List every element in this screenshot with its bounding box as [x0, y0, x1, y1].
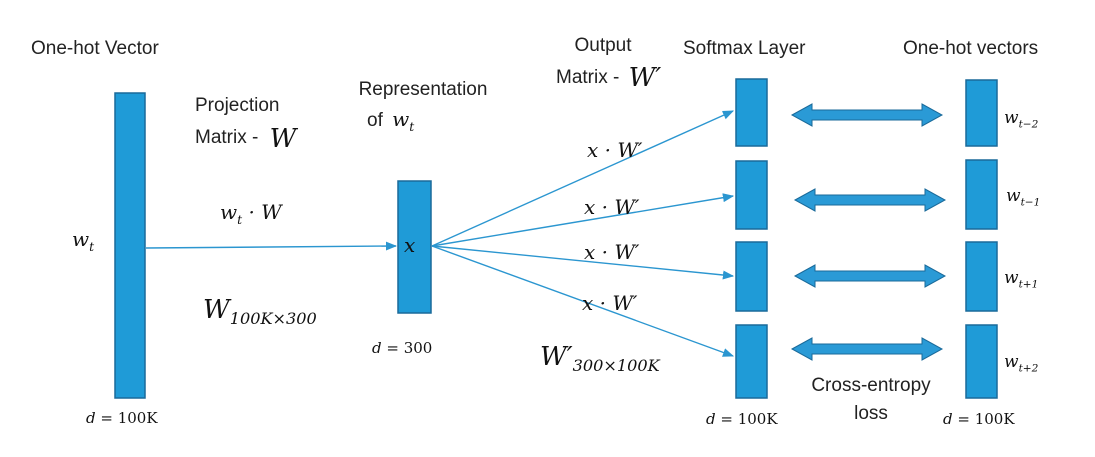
input-to-hidden-arrow	[145, 241, 398, 251]
cross-entropy-arrow-4	[790, 337, 944, 361]
projection-matrix-label: Matrix - W	[195, 124, 296, 152]
input-one-hot-bar	[114, 92, 146, 399]
cross-entropy-label: Cross-entropy	[811, 375, 931, 396]
softmax-layer-label: Softmax Layer	[683, 38, 806, 59]
projection-matrix-dims: W100K×300	[203, 295, 317, 329]
input-dimension-label: d = 100K	[86, 409, 158, 427]
target-word-label-3: wt+1	[1004, 268, 1039, 291]
input-product-label: wt · W	[220, 200, 282, 227]
projection-label: Projection	[195, 95, 280, 116]
target-bar-3	[965, 241, 998, 312]
projection-matrix-symbol: W	[269, 124, 297, 154]
representation-label: Representation	[358, 79, 488, 100]
softmax-input-label-4: x · W′	[582, 291, 638, 315]
cross-entropy-arrow-2	[793, 188, 947, 212]
one-hot-vector-label: One-hot Vector	[31, 38, 159, 59]
softmax-input-label-3: x · W′	[584, 240, 640, 264]
projection-matrix-text: Matrix -	[195, 127, 259, 148]
hidden-vector-symbol: x	[404, 233, 416, 257]
softmax-dimension-label: d = 100K	[706, 410, 778, 428]
softmax-input-label-1: x · W′	[587, 138, 643, 162]
softmax-bar-1	[735, 78, 768, 147]
softmax-bar-3	[735, 241, 768, 312]
hidden-representation-bar	[397, 180, 432, 314]
target-word-label-1: wt−2	[1004, 108, 1039, 131]
representation-of-label: of wt	[367, 108, 414, 138]
output-matrix-label: Matrix - W′	[556, 64, 661, 91]
target-dimension-label: d = 100K	[943, 410, 1015, 428]
representation-of-symbol: wt	[392, 107, 415, 134]
target-bar-2	[965, 159, 998, 230]
target-word-label-4: wt+2	[1004, 352, 1039, 375]
hidden-to-softmax-arrow-1	[431, 110, 735, 247]
one-hot-vectors-label: One-hot vectors	[903, 38, 1039, 59]
hidden-dimension-label: d = 300	[372, 339, 433, 357]
softmax-input-label-2: x · W′	[584, 195, 640, 219]
representation-of-text: of	[367, 110, 383, 131]
output-matrix-dims: W′300×100K	[540, 342, 660, 376]
output-matrix-text: Matrix -	[556, 67, 620, 88]
cross-entropy-arrow-3	[793, 264, 947, 288]
target-word-label-2: wt−1	[1006, 186, 1041, 209]
output-matrix-symbol: W′	[628, 63, 662, 93]
cross-entropy-arrow-1	[790, 103, 944, 127]
hidden-to-softmax-arrow-3	[431, 245, 735, 280]
target-bar-1	[965, 79, 998, 147]
output-label: Output	[574, 35, 632, 56]
hidden-to-softmax-arrow-2	[431, 193, 735, 247]
cross-entropy-loss-label: loss	[854, 403, 888, 424]
softmax-bar-2	[735, 160, 768, 230]
target-bar-4	[965, 324, 998, 399]
input-word-symbol: wt	[72, 227, 95, 254]
hidden-to-softmax-arrow-4	[431, 245, 735, 357]
softmax-bar-4	[735, 324, 768, 399]
